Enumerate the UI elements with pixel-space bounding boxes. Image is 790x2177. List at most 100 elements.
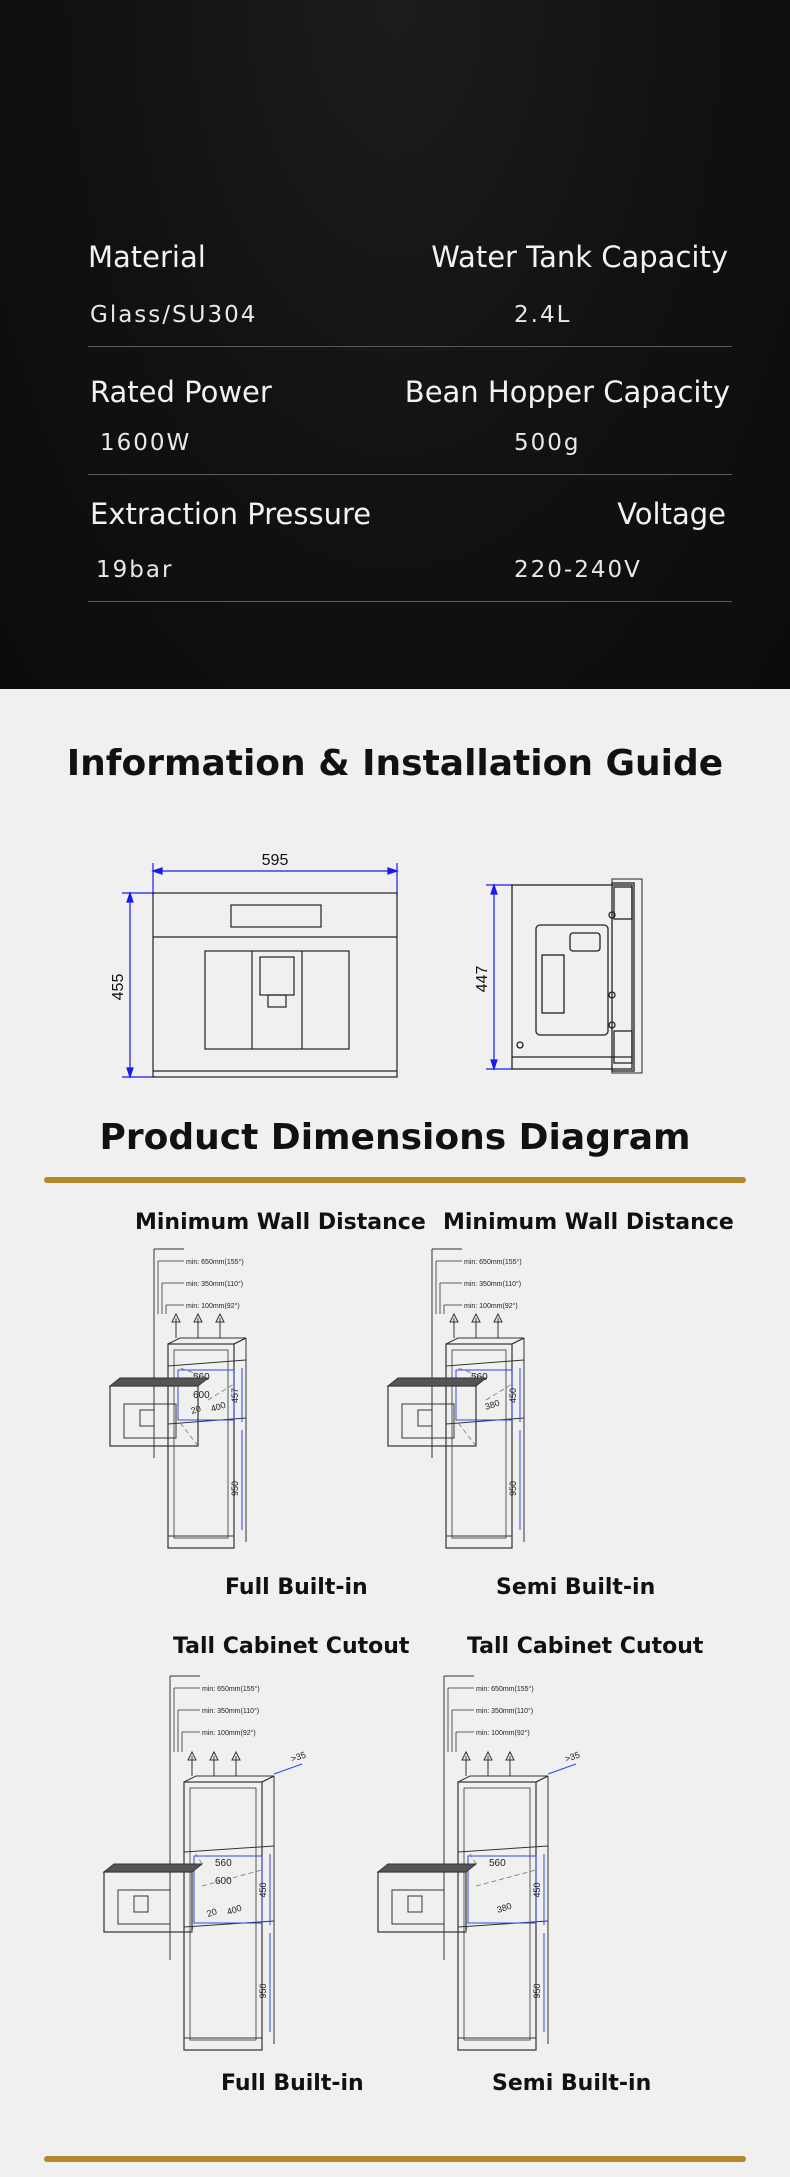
projection-line <box>485 1383 513 1401</box>
dim-label: 450 <box>258 1882 268 1897</box>
installation-diagram-semi-tall: min: 650mm(155°) min: 350mm(110°) min: 100… <box>376 1675 582 2051</box>
machine-top <box>108 1377 210 1387</box>
projection-line <box>207 1383 235 1401</box>
cabinet-inner <box>451 1349 507 1539</box>
clearance-label: min: 350mm(110°) <box>186 1280 243 1288</box>
spec-label-material: Material <box>88 240 206 274</box>
projection-line <box>457 1367 487 1379</box>
spec-label-bean-hopper: Bean Hopper Capacity <box>404 375 730 409</box>
spec-label-voltage: Voltage <box>617 497 726 531</box>
divider <box>88 346 732 347</box>
niche-line <box>167 1359 247 1367</box>
vent-arrow-head <box>461 1750 471 1761</box>
projection-line <box>475 1869 537 1887</box>
dim-label: 600 <box>193 1390 210 1401</box>
dimensions-title: Product Dimensions Diagram <box>99 1117 691 1158</box>
dim-label: 380 <box>484 1398 501 1412</box>
cabinet-top <box>445 1337 525 1345</box>
dim-label: 950 <box>230 1481 240 1496</box>
vent-arrow-head <box>231 1750 241 1761</box>
cabinet-inner <box>463 1787 531 2041</box>
diagram-caption: Semi Built-in <box>492 2071 652 2096</box>
dim-label: 950 <box>508 1481 518 1496</box>
spec-value-extraction-pressure: 19bar <box>96 557 174 583</box>
dim-label: 400 <box>210 1400 227 1414</box>
spec-value-rated-power: 1600W <box>100 430 192 456</box>
divider <box>88 601 732 602</box>
machine-top <box>376 1863 478 1873</box>
machine-top <box>102 1863 204 1873</box>
divider <box>88 474 732 475</box>
niche-line <box>167 1417 247 1425</box>
installation-diagram-semi-wall: min: 650mm(155°)min: 350mm(110°)min: 100… <box>386 1248 525 1549</box>
gap-dim <box>547 1763 577 1775</box>
machine-panel <box>117 1889 171 1925</box>
cabinet-outline <box>183 1781 263 2051</box>
vent-arrow-head <box>209 1750 219 1761</box>
dim-label: 380 <box>496 1901 513 1915</box>
machine-panel <box>401 1403 455 1439</box>
cabinet-edge <box>511 1337 525 1345</box>
machine-panel <box>123 1403 177 1439</box>
diagram-heading: Tall Cabinet Cutout <box>467 1634 704 1659</box>
diagram-heading: Tall Cabinet Cutout <box>173 1634 410 1659</box>
vent-arrow-head <box>483 1750 493 1761</box>
cutout-box <box>455 1369 513 1421</box>
machine-spout <box>133 1895 149 1913</box>
height-dimension-label: 455 <box>110 974 127 1001</box>
projection-line <box>191 1922 195 1933</box>
clearance-label: min: 100mm(92°) <box>476 1729 530 1737</box>
dim-label: 20 <box>206 1906 219 1919</box>
clearance-label: min: 350mm(110°) <box>202 1707 259 1715</box>
cabinet-top <box>457 1775 549 1783</box>
guide-title: Information & Installation Guide <box>66 743 724 784</box>
dim-label: 450 <box>508 1388 518 1403</box>
cabinet-inner <box>173 1349 229 1539</box>
spec-value-water-tank: 2.4L <box>514 302 572 328</box>
projection-line <box>195 1853 203 1865</box>
vent-arrow-head <box>471 1312 481 1323</box>
dim-label: 560 <box>489 1858 506 1869</box>
clearance-label: min: 650mm(155°) <box>476 1685 534 1693</box>
cabinet-edge <box>233 1337 247 1345</box>
vent-arrow-head <box>493 1312 503 1323</box>
diagram-heading: Minimum Wall Distance <box>443 1210 734 1235</box>
cabinet-outline <box>457 1781 537 2051</box>
cutout-box <box>193 1855 263 1924</box>
vent-arrow-head <box>449 1312 459 1323</box>
depth-dimension-label: 447 <box>474 966 491 993</box>
diagram-caption: Semi Built-in <box>496 1575 656 1600</box>
cabinet-top <box>183 1775 275 1783</box>
clearance-label: min: 350mm(110°) <box>476 1707 533 1715</box>
projection-line <box>469 1853 477 1865</box>
dim-label: >35 <box>290 1750 308 1764</box>
dim-label: 600 <box>215 1876 232 1887</box>
clearance-label: min: 100mm(92°) <box>202 1729 256 1737</box>
gap-dim <box>273 1763 303 1775</box>
cutout-box <box>467 1855 537 1924</box>
projection-line <box>465 1922 469 1933</box>
dim-label: >35 <box>564 1750 582 1764</box>
clearance-label: min: 650mm(155°) <box>202 1685 260 1693</box>
installation-diagram-full-tall: min: 650mm(155°) min: 350mm(110°) min: 100… <box>102 1675 308 2051</box>
vent-arrow-head <box>171 1312 181 1323</box>
machine-spout <box>407 1895 423 1913</box>
machine-top <box>386 1377 488 1387</box>
dim-label: 457 <box>230 1388 240 1403</box>
width-dimension-label: 595 <box>262 852 289 869</box>
spec-label-rated-power: Rated Power <box>90 375 272 409</box>
gold-divider-bottom <box>44 2156 746 2162</box>
machine-spout <box>139 1409 155 1427</box>
projection-line <box>201 1869 263 1887</box>
niche-line <box>445 1417 525 1425</box>
spec-value-voltage: 220-240V <box>514 557 642 583</box>
vent-arrow-head <box>187 1750 197 1761</box>
machine-panel <box>391 1889 445 1925</box>
side-view-drawing: 447 <box>474 878 643 1074</box>
diagram-caption: Full Built-in <box>225 1575 368 1600</box>
gold-divider <box>44 1177 746 1183</box>
specifications-panel: Material Water Tank Capacity Glass/SU304… <box>0 0 790 689</box>
vent-arrow-head <box>215 1312 225 1323</box>
spec-value-material: Glass/SU304 <box>90 302 258 328</box>
projection-line <box>455 1419 477 1447</box>
